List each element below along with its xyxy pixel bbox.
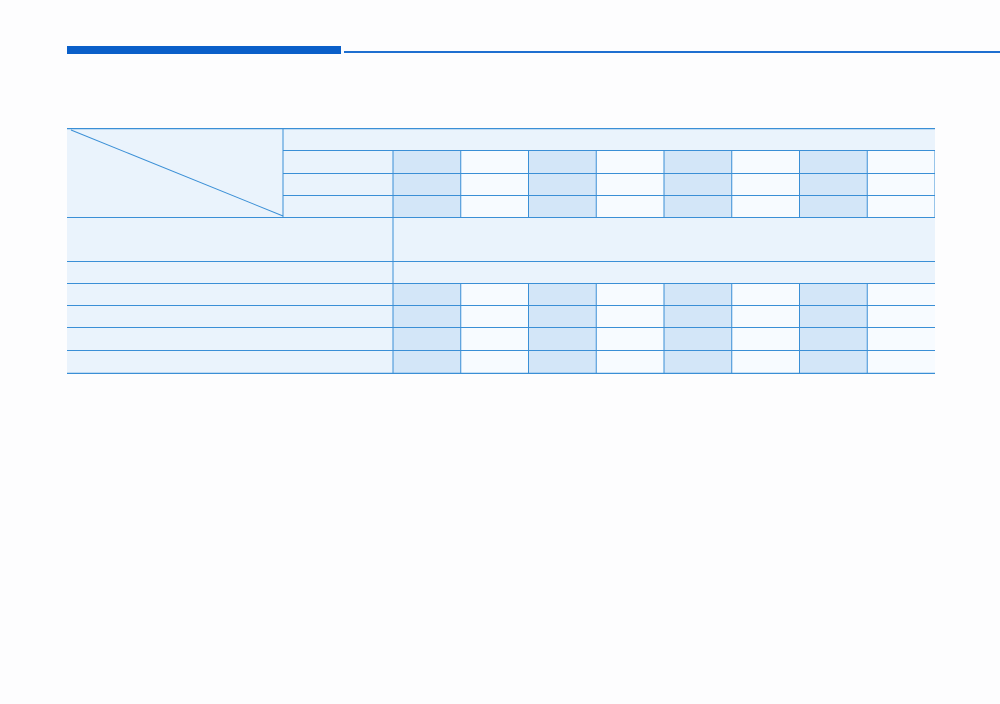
section-title-rule bbox=[344, 51, 1000, 53]
specification-table bbox=[67, 128, 935, 374]
subheader-column-2 bbox=[460, 150, 529, 217]
subheader-column-5 bbox=[664, 150, 732, 217]
corner-diagonal-line bbox=[70, 129, 284, 217]
subheader-column-1 bbox=[393, 150, 461, 217]
specification-table-grid bbox=[67, 128, 935, 374]
section-title-bar bbox=[67, 46, 341, 54]
subheader-column-6 bbox=[731, 150, 800, 217]
merged-rows-bg bbox=[67, 217, 935, 283]
subheader-column-7 bbox=[799, 150, 868, 217]
subheader-column-4 bbox=[596, 150, 664, 217]
subheader-column-3 bbox=[528, 150, 597, 217]
subheader-column-8 bbox=[867, 150, 935, 217]
